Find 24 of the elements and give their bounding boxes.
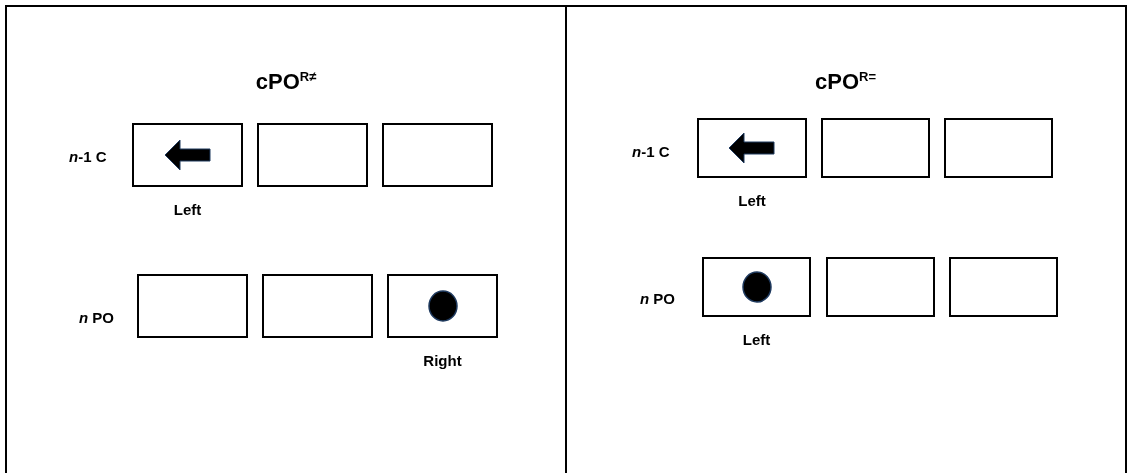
- box: [949, 257, 1058, 317]
- box: [262, 274, 373, 338]
- panel: [5, 5, 567, 473]
- box: [137, 274, 248, 338]
- position-label: Left: [742, 331, 771, 348]
- row-label: n PO: [79, 309, 114, 326]
- row-label: n-1 C: [69, 148, 107, 165]
- box: [132, 123, 243, 187]
- row-label: n PO: [640, 290, 675, 307]
- panel-title: cPO$^{R≠}$: [254, 69, 318, 96]
- panel: [566, 5, 1127, 473]
- box: [382, 123, 493, 187]
- panel-title: cPO$^{R=}$: [814, 69, 877, 96]
- box: [387, 274, 498, 338]
- box: [697, 118, 807, 178]
- box: [821, 118, 930, 178]
- box: [257, 123, 368, 187]
- row-label: n-1 C: [632, 143, 670, 160]
- position-label: Right: [423, 352, 462, 369]
- position-label: Left: [173, 201, 202, 218]
- position-label: Left: [738, 192, 766, 209]
- box: [944, 118, 1053, 178]
- box: [702, 257, 811, 317]
- box: [826, 257, 935, 317]
